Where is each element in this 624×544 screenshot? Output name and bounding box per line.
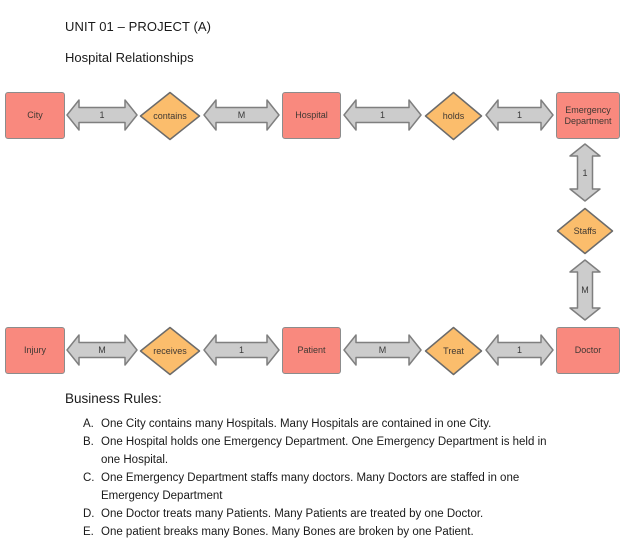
connector-injury-receives: M	[66, 333, 138, 367]
relationship-treat: Treat	[424, 326, 483, 376]
entity-hospital: Hospital	[282, 92, 341, 139]
cardinality-label: M	[98, 345, 106, 355]
connector-hospital-holds: 1	[343, 98, 422, 132]
rule-letter: E.	[83, 526, 94, 538]
double-arrow-shape	[485, 334, 554, 366]
relationship-contains-label: contains	[153, 110, 187, 121]
relationship-staffs-label: Staffs	[573, 225, 597, 236]
cardinality-label: 1	[582, 167, 588, 178]
entity-emergency-department: Emergency Department	[556, 92, 620, 139]
rule-item-c: C. One Emergency Department staffs many …	[83, 469, 610, 505]
rule-letter: D.	[83, 508, 95, 520]
cardinality-label: M	[378, 345, 387, 355]
double-arrow-shape	[569, 259, 601, 321]
cardinality-label: 1	[516, 110, 522, 120]
rule-text: One Doctor treats many Patients. Many Pa…	[101, 508, 484, 520]
rule-letter: A.	[83, 418, 94, 430]
connector-patient-treat: M	[343, 333, 422, 367]
diamond-shape	[556, 207, 614, 255]
doc-title: UNIT 01 – PROJECT (A)	[65, 19, 212, 34]
relationship-treat-label: Treat	[443, 345, 464, 356]
cardinality-label: M	[581, 285, 589, 295]
rule-letter: C.	[83, 472, 95, 484]
entity-doctor-label: Doctor	[574, 345, 602, 356]
entity-hospital-label: Hospital	[295, 110, 328, 121]
cardinality-label: 1	[379, 110, 385, 120]
double-arrow-shape	[343, 334, 422, 366]
cardinality-label: 1	[238, 345, 244, 355]
relationship-staffs: Staffs	[556, 207, 614, 255]
diamond-shape	[424, 326, 483, 376]
rule-text: One patient breaks many Bones. Many Bone…	[101, 526, 474, 538]
relationship-contains: contains	[139, 91, 201, 141]
rule-text: One Emergency Department staffs many doc…	[101, 472, 520, 502]
connector-staffs-doctor: M	[568, 259, 602, 321]
double-arrow-shape	[66, 334, 138, 366]
double-arrow-shape	[203, 99, 280, 131]
business-rules-heading: Business Rules:	[65, 391, 162, 406]
business-rules-list: A. One City contains many Hospitals. Man…	[65, 415, 610, 541]
rule-item-d: D. One Doctor treats many Patients. Many…	[83, 505, 610, 523]
double-arrow-shape	[569, 143, 601, 202]
entity-injury-label: Injury	[23, 345, 46, 356]
cardinality-label: 1	[516, 345, 522, 355]
double-arrow-shape	[485, 99, 554, 131]
rule-item-e: E. One patient breaks many Bones. Many B…	[83, 523, 610, 541]
rule-item-b: B. One Hospital holds one Emergency Depa…	[83, 433, 610, 469]
connector-holds-ed: 1	[485, 98, 554, 132]
connector-contains-hospital: M	[203, 98, 280, 132]
diagram-title: Hospital Relationships	[65, 50, 194, 65]
rule-text: One City contains many Hospitals. Many H…	[101, 418, 492, 430]
diamond-shape	[139, 326, 201, 376]
entity-city-label: City	[27, 110, 43, 121]
connector-receives-patient: 1	[203, 333, 280, 367]
entity-patient: Patient	[282, 327, 341, 374]
rule-text: One Hospital holds one Emergency Departm…	[101, 436, 547, 466]
double-arrow-shape	[203, 334, 280, 366]
business-rules-section: Business Rules: A. One City contains man…	[65, 391, 610, 541]
entity-injury: Injury	[5, 327, 65, 374]
connector-city-contains: 1	[66, 98, 138, 132]
cardinality-label: 1	[99, 110, 105, 120]
diamond-shape	[424, 91, 483, 141]
relationship-receives-label: receives	[153, 345, 187, 356]
rule-item-a: A. One City contains many Hospitals. Man…	[83, 415, 610, 433]
diamond-shape	[139, 91, 201, 141]
relationship-receives: receives	[139, 326, 201, 376]
relationship-holds: holds	[424, 91, 483, 141]
cardinality-label: M	[237, 110, 246, 120]
entity-emergency-department-label: Emergency Department	[564, 105, 612, 126]
entity-city: City	[5, 92, 65, 139]
relationship-holds-label: holds	[442, 110, 465, 121]
connector-treat-doctor: 1	[485, 333, 554, 367]
entity-doctor: Doctor	[556, 327, 620, 374]
entity-patient-label: Patient	[297, 345, 326, 356]
double-arrow-shape	[343, 99, 422, 131]
connector-ed-staffs: 1	[568, 143, 602, 202]
rule-letter: B.	[83, 436, 94, 448]
double-arrow-shape	[66, 99, 138, 131]
